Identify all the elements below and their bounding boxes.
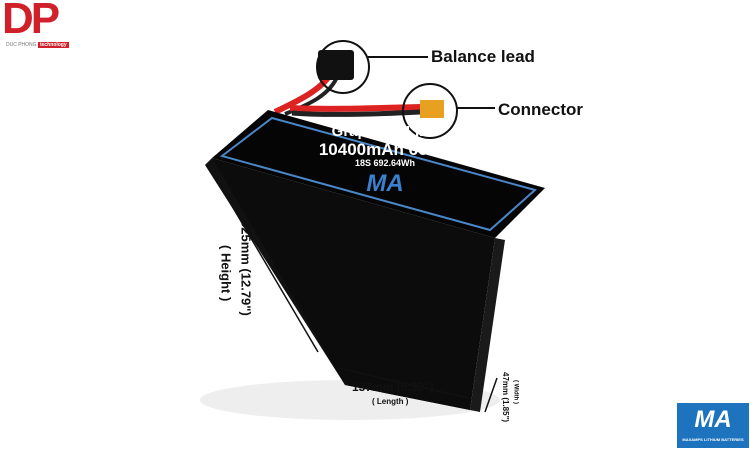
maxamps-logo: MA MAXAMPS LITHIUM BATTERIES [677,403,749,448]
logo-tagline: technology [37,42,69,48]
duc-phong-logo: DP DUC PHONG technology [2,0,69,48]
balance-connector [318,50,354,80]
battery-label: Graphene LiPo 10400mAh 66.6v 18S 692.64W… [300,123,470,198]
length-dimension-value: 137mm (5.39") [352,380,434,394]
width-dimension-value: 47mm (1.85") [500,372,510,423]
height-dimension-label: ( Height ) [218,245,234,302]
label-capacity: 10400mAh 66.6v [318,139,452,159]
connector-callout: Connector [498,100,583,119]
logo-company: DUC PHONG [6,42,37,48]
label-config: 18S 692.64Wh [354,158,416,169]
balance-lead-callout: Balance lead [431,47,535,66]
length-dimension-label: ( Length ) [372,397,409,406]
label-chemistry: Graphene LiPo [331,123,439,140]
xt-connector [420,100,444,118]
width-dimension-label: ( Width ) [512,380,519,404]
height-dimension-value: 325mm (12.79") [238,220,254,316]
label-logo: MA [366,170,404,198]
